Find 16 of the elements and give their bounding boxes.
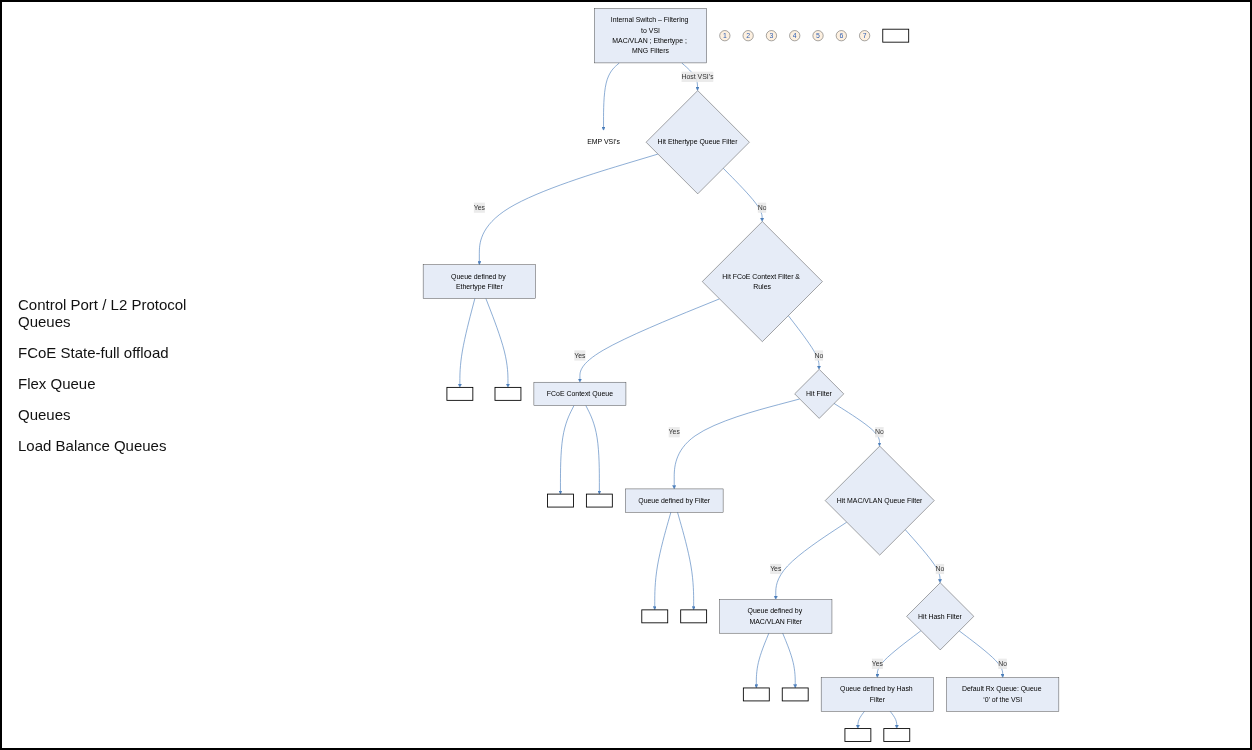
node-box <box>494 386 522 401</box>
node-box <box>446 386 474 401</box>
node-box <box>547 493 574 508</box>
queue-caption: Control Port / L2 Protocol Queues <box>18 296 188 330</box>
node-box <box>680 609 708 624</box>
node-box <box>585 493 613 508</box>
queue-caption: Load Balance Queues <box>18 437 168 454</box>
node-box <box>781 687 809 702</box>
queue-caption: Queues <box>18 406 72 423</box>
queue-caption: FCoE State-full offload <box>18 344 170 361</box>
node-box <box>742 687 770 702</box>
node-box <box>844 728 872 742</box>
node-box <box>883 728 911 742</box>
node-box <box>641 609 669 624</box>
node-box <box>882 28 910 43</box>
queue-caption: Flex Queue <box>18 375 97 392</box>
